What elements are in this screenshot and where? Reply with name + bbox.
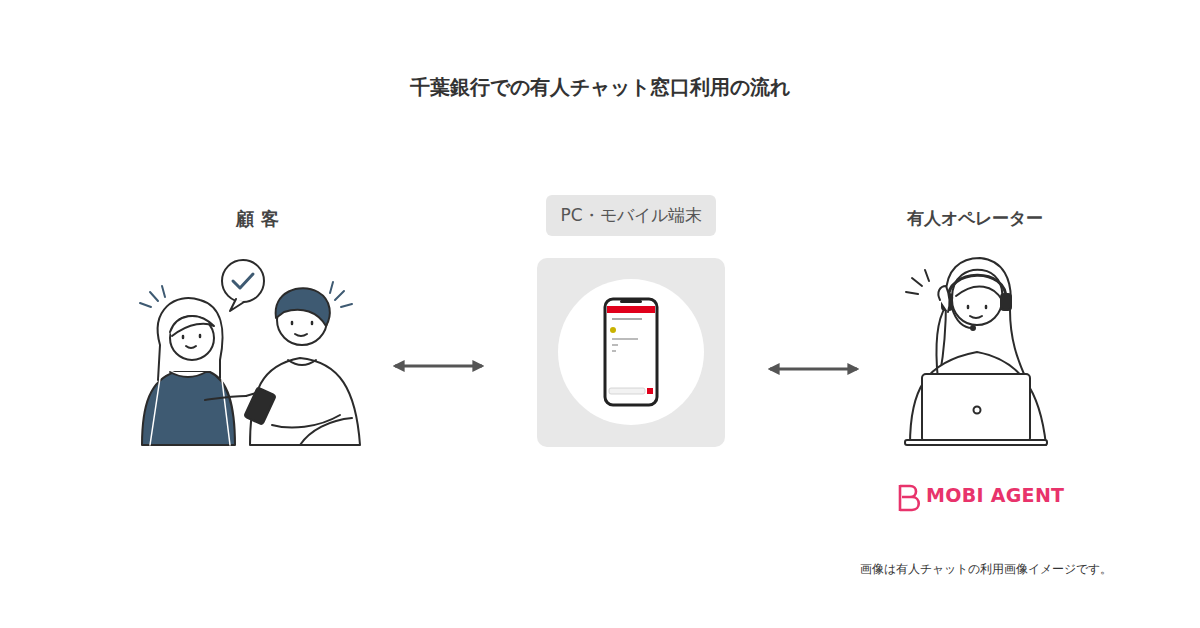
operator-illustration-stroke [1001,294,1011,310]
device-panel-stroke [558,279,704,425]
customer-illustration [140,260,360,445]
customer-illustration-stroke [140,286,165,307]
phone-icon-stroke [612,344,618,346]
operator-node: 有人オペレーター [880,205,1070,450]
phone-icon-stroke [612,350,616,352]
customer-illustration-stroke [205,396,246,400]
operator-illustration-stroke [906,270,929,294]
customer-illustration-stroke [276,288,330,326]
operator-illustration-stroke [974,407,981,414]
phone-icon-stroke [609,388,645,394]
phone-icon-stroke [612,318,642,320]
customer-illustration-stroke [170,316,214,360]
customer-illustration-stroke [272,415,352,445]
customer-illustration-stroke [150,378,230,445]
logo-mark-stroke [900,485,919,511]
phone-icon-stroke [610,327,616,333]
operator-illustration [905,258,1047,445]
operator-illustration-stroke [970,316,982,318]
customer-illustration-stroke [295,334,307,336]
customer-node: 顧 客 [140,205,375,450]
diagram-title: 千葉銀行での有人チャット窓口利用の流れ [0,74,1200,101]
customer-illustration-stroke [183,335,200,338]
node-heading: 有人オペレーター [903,205,1047,232]
customer-illustration-stroke [222,260,264,302]
node-heading: 顧 客 [232,205,282,233]
double-arrow [770,368,857,371]
operator-illustration-stroke [952,308,972,328]
phone-icon-stroke [620,300,642,303]
device-node: PC・モバイル端末 [537,195,725,447]
customer-illustration-stroke [230,299,244,311]
phone-icon-stroke [612,338,638,340]
double-arrow [395,365,482,368]
operator-illustration-stroke [905,440,1047,445]
operator-illustration-stroke [910,352,1046,445]
node-heading: PC・モバイル端末 [546,195,715,236]
phone-icon-stroke [647,388,653,394]
operator-illustration-stroke [922,374,1030,442]
device-panel [537,258,725,447]
phone-icon-stroke [607,306,655,313]
customer-illustration-stroke [170,372,206,377]
customer-illustration-stroke [233,274,253,288]
customer-illustration-stroke [158,298,223,380]
customer-illustration-stroke [170,316,214,336]
operator-illustration-stroke [936,306,946,380]
logo-mark [900,485,919,511]
customer-illustration-stroke [142,372,235,445]
logo-wordmark: MOBI AGENT [926,484,1064,506]
phone-icon [605,299,657,405]
operator-illustration-stroke [948,275,1006,300]
operator-illustration-stroke [968,306,986,308]
customer-illustration-stroke [292,322,312,324]
customer-illustration-stroke [244,387,276,424]
device-panel-stroke [537,258,725,447]
phone-icon-stroke [605,299,657,405]
operator-illustration-stroke [938,286,949,312]
customer-illustration-stroke [186,346,196,348]
operator-illustration-stroke [971,326,975,330]
customer-illustration-stroke [330,282,352,307]
image-caption: 画像は有人チャットの利用画像イメージです。 [860,561,1112,578]
customer-illustration-stroke [288,360,316,365]
